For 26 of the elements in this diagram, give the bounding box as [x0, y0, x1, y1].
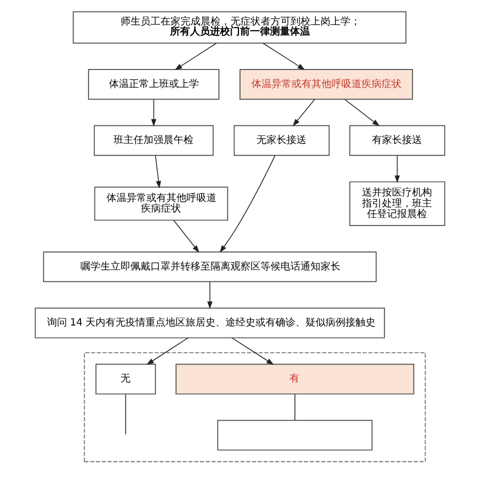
node-box: 体温正常上班或上学: [88, 69, 220, 100]
node-box: 嘱学生立即佩戴口罩并转移至隔离观察区等候电话通知家长: [43, 251, 377, 282]
node-box: 无: [95, 364, 156, 394]
arrow: [262, 42, 306, 70]
arrow: [173, 220, 200, 253]
arrow: [174, 42, 217, 70]
connector: [125, 394, 126, 435]
node-box: 有: [176, 364, 414, 394]
node-box: 师生员工在家完成晨检，无症状者方可到校上岗上学； 所有人员进校门前一律测量体温: [72, 11, 406, 44]
arrow: [220, 155, 276, 253]
arrow: [292, 99, 315, 126]
cluster: [84, 352, 426, 462]
node-box: 班主任加强晨午检: [94, 125, 214, 156]
node-box: 体温异常或有其他呼吸道疾病症状: [240, 69, 413, 100]
node-box: 询问 14 天内有无疫情重点地区旅居史、途经史或有确诊、疑似病例接触史: [34, 308, 385, 338]
node-box: 无家长接送: [234, 125, 330, 156]
arrow: [207, 282, 212, 309]
node-box: 体温异常或有其他呼吸道疾病症状: [94, 186, 228, 221]
node-box: 送并按医疗机构指引处理，班主任登记报晨检: [349, 181, 446, 226]
node-box: 有家长接送: [349, 125, 446, 156]
arrow: [394, 155, 400, 183]
node-box: [217, 420, 373, 451]
arrow: [151, 99, 156, 127]
connector: [294, 394, 296, 420]
arrow: [155, 155, 162, 188]
arrow: [344, 99, 380, 126]
